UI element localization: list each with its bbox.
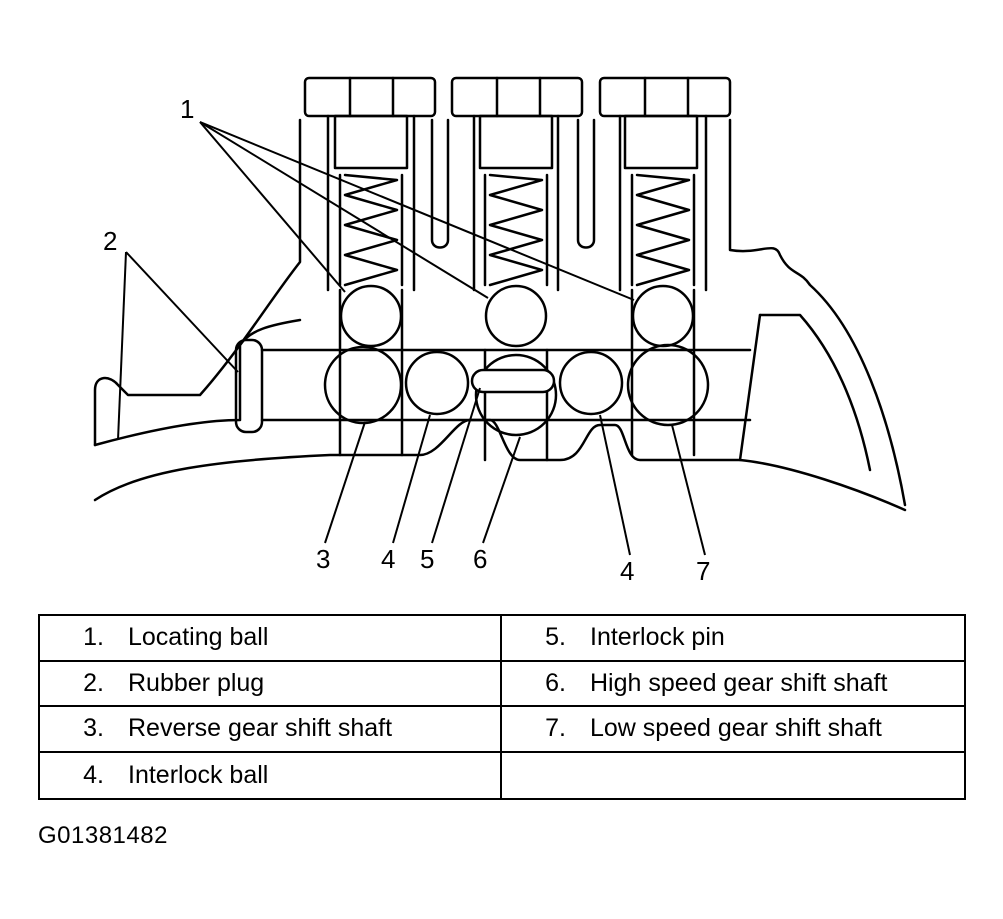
legend-row: 4. Interlock ball bbox=[40, 752, 502, 798]
leader-3 bbox=[324, 421, 366, 544]
locating-ball-2 bbox=[484, 284, 548, 348]
callout-5: 5 bbox=[420, 544, 434, 574]
leader-5 bbox=[431, 387, 481, 544]
housing-left-inner bbox=[93, 318, 302, 447]
legend-row: 5. Interlock pin bbox=[502, 616, 964, 662]
plug-head-1 bbox=[303, 76, 437, 118]
legend-number: 1. bbox=[83, 623, 104, 652]
callout-6: 6 bbox=[473, 544, 487, 574]
housing-outline bbox=[93, 418, 907, 512]
legend-number: 2. bbox=[83, 668, 104, 697]
finger-1 bbox=[430, 118, 450, 249]
callout-2: 2 bbox=[103, 226, 117, 256]
spring-3 bbox=[635, 173, 691, 287]
housing-right-step bbox=[758, 313, 872, 472]
legend-text: Locating ball bbox=[128, 623, 269, 652]
interlock-ball-left bbox=[404, 350, 470, 416]
legend-text: Reverse gear shift shaft bbox=[128, 714, 393, 743]
callout-4-right: 4 bbox=[620, 556, 634, 586]
bolt-2 bbox=[478, 114, 554, 170]
housing-left bbox=[93, 118, 302, 447]
legend-row: 7. Low speed gear shift shaft bbox=[502, 707, 964, 753]
leader-1b bbox=[199, 121, 489, 299]
high-speed-gear-shift-shaft bbox=[474, 353, 558, 437]
legend-text: High speed gear shift shaft bbox=[590, 668, 888, 697]
legend-row: 3. Reverse gear shift shaft bbox=[40, 707, 502, 753]
plug-head-2 bbox=[450, 76, 584, 118]
legend-row: 2. Rubber plug bbox=[40, 661, 502, 707]
legend-text: Low speed gear shift shaft bbox=[590, 714, 882, 743]
legend-text: Interlock ball bbox=[128, 760, 269, 789]
leader-4a bbox=[392, 414, 431, 544]
bore-1 bbox=[326, 114, 416, 292]
locating-ball-1 bbox=[339, 284, 403, 348]
callout-4-left: 4 bbox=[381, 544, 395, 574]
plug-head-3 bbox=[598, 76, 732, 118]
rubber-plug bbox=[234, 338, 264, 434]
interlock-pin bbox=[470, 368, 556, 394]
leader-4b bbox=[599, 414, 631, 556]
callout-3: 3 bbox=[316, 544, 330, 574]
callout-1: 1 bbox=[180, 94, 194, 124]
bolt-3 bbox=[623, 114, 699, 170]
leader-6 bbox=[482, 436, 521, 544]
finger-2 bbox=[576, 118, 596, 249]
leader-7 bbox=[671, 424, 706, 556]
legend-text: Rubber plug bbox=[128, 668, 265, 697]
shift-mechanism-diagram: 1 2 3 4 5 6 4 7 bbox=[93, 76, 907, 586]
leader-2 bbox=[125, 251, 239, 373]
housing-right-wall bbox=[738, 313, 762, 462]
legend-table: 1. Locating ball 5. Interlock pin 2. Rub… bbox=[38, 614, 966, 800]
housing-right bbox=[728, 118, 907, 507]
spring-1 bbox=[343, 173, 399, 287]
legend-row: 6. High speed gear shift shaft bbox=[502, 662, 964, 707]
legend-text: Interlock pin bbox=[590, 623, 725, 652]
low-speed-gear-shift-shaft bbox=[626, 343, 710, 427]
bolt-1 bbox=[333, 114, 409, 170]
legend-number: 6. bbox=[545, 668, 566, 697]
reverse-gear-shift-shaft bbox=[323, 345, 403, 425]
legend-number: 4. bbox=[83, 760, 104, 789]
locating-ball-3 bbox=[631, 284, 695, 348]
legend-number: 3. bbox=[83, 714, 104, 743]
bore-3 bbox=[618, 114, 708, 292]
legend-row: 1. Locating ball bbox=[40, 616, 502, 662]
leader-2b bbox=[117, 251, 127, 441]
spring-2 bbox=[488, 173, 544, 287]
legend-number: 5. bbox=[545, 623, 566, 652]
figure-id: G01381482 bbox=[38, 822, 168, 849]
leader-1c bbox=[199, 121, 635, 301]
legend-number: 7. bbox=[545, 714, 566, 743]
interlock-ball-right bbox=[558, 350, 624, 416]
legend-row-empty bbox=[502, 753, 964, 799]
callout-7: 7 bbox=[696, 556, 710, 586]
bore-2 bbox=[472, 114, 560, 292]
leader-1a bbox=[199, 121, 346, 293]
